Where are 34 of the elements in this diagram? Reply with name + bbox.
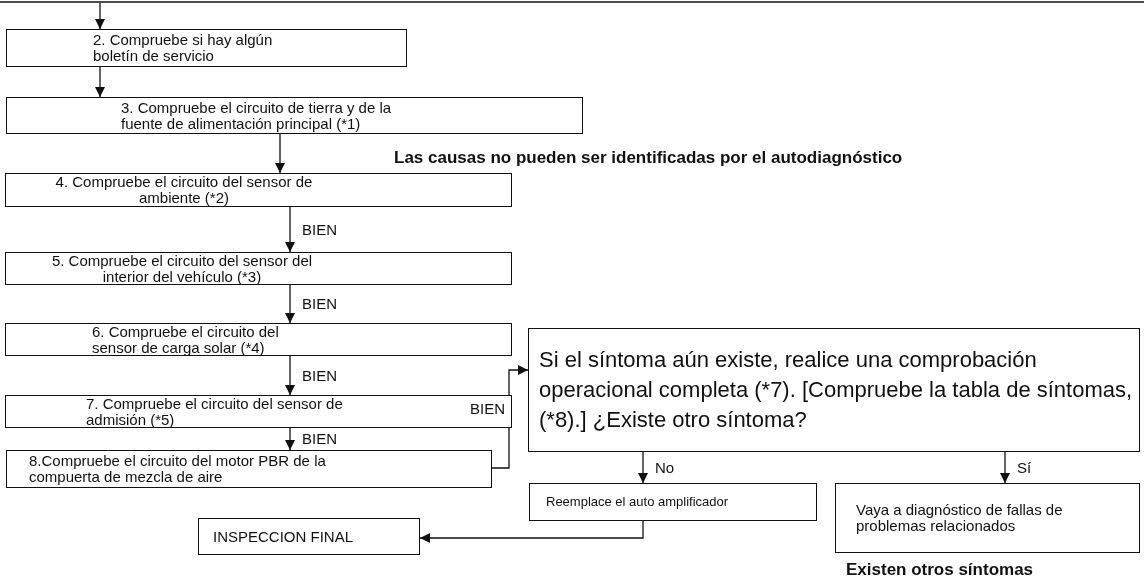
process-box (5, 395, 512, 428)
arrow (285, 427, 295, 451)
arrow (285, 206, 295, 253)
step-text: Reemplace el auto amplificador (546, 495, 730, 509)
step-text: 6. Compruebe el circuito del sensor de carga solar (*4) (92, 323, 280, 356)
step-text: 7. Compruebe el circuito del sensor de admisión (*5) (86, 395, 344, 428)
step-text: 3. Compruebe el circuito de tierra y de la fuente de alimentación principal (*1) (121, 99, 393, 132)
process-box (835, 483, 1140, 553)
arrow (1000, 451, 1010, 484)
process-box (5, 173, 512, 207)
process-box (529, 483, 817, 521)
process-box (6, 97, 583, 134)
process-box (5, 252, 512, 285)
step-text: 5. Compruebe el circuito del sensor del interior del vehículo (*3) (50, 252, 314, 285)
process-box (5, 323, 512, 356)
note-text: Las causas no pueden ser identificadas por el autodiagnóstico (394, 148, 903, 168)
step-text: 8.Compruebe el circuito del motor PBR de la compuerta de mezcla de aire (29, 453, 327, 485)
arrow (275, 133, 285, 174)
process-box (6, 450, 492, 488)
process-box (6, 29, 407, 67)
arrow (95, 66, 105, 98)
step-text: INSPECCION FINAL (213, 528, 355, 545)
arrow (95, 2, 105, 30)
step-text: 2. Compruebe si hay algún boletín de servicio (93, 32, 274, 64)
step-text: 4. Compruebe el circuito del sensor de ambiente (*2) (54, 174, 314, 206)
arrow (638, 451, 648, 484)
process-box (528, 328, 1140, 452)
step-text: Vaya a diagnóstico de fallas de problemas relacionados (856, 502, 1064, 534)
note-text: Existen otros síntomas (846, 560, 1034, 580)
arrow (419, 520, 644, 543)
step-text: Si el síntoma aún existe, realice una comprobación operacional completa (*7). [Compruebe la tabla de síntomas, (*8).] ¿Existe otro síntoma? (539, 346, 1134, 434)
arrow (285, 284, 295, 324)
process-box (198, 518, 420, 555)
arrow (285, 355, 295, 396)
